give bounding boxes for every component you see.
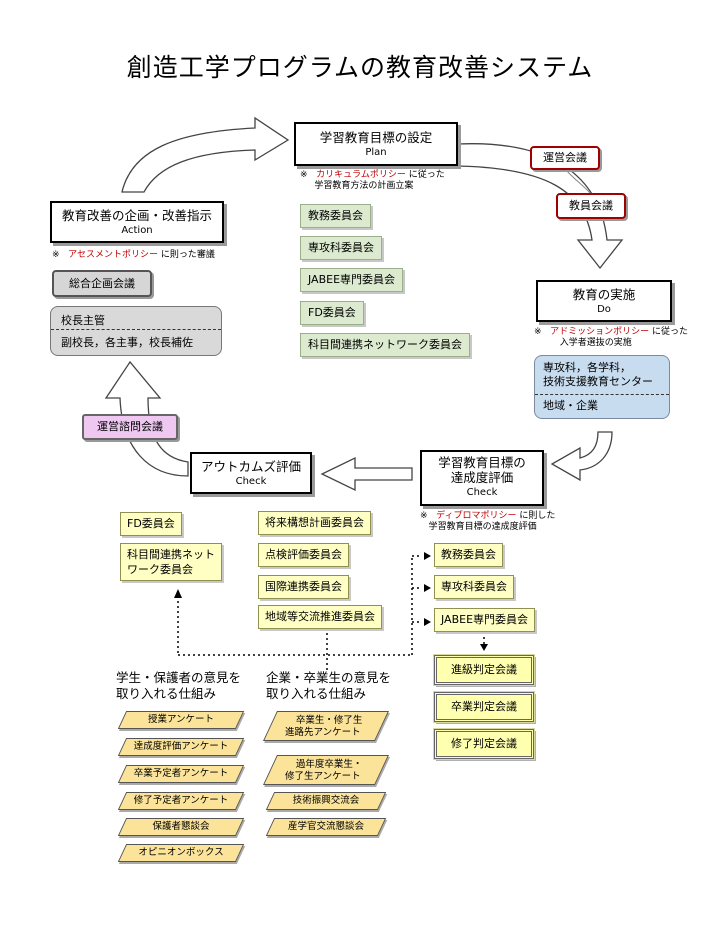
- achieve-en: Check: [466, 487, 498, 498]
- plan-committee-senkoka[interactable]: 専攻科委員会: [300, 236, 382, 260]
- outcome-network-committee[interactable]: 科目間連携ネット ワーク委員会: [120, 543, 222, 581]
- achieve-label1: 学習教育目標の: [438, 455, 526, 470]
- sotsugyo-hantei[interactable]: 卒業判定会議: [433, 691, 535, 723]
- note-mark: ※: [300, 170, 308, 180]
- achieve-label2: 達成度評価: [450, 470, 514, 485]
- plan-note-text2: 学習教育方法の計画立案: [314, 181, 414, 191]
- outcome-box: アウトカムズ評価 Check: [190, 452, 312, 494]
- assessment-policy-label: アセスメントポリシー: [68, 250, 158, 260]
- do-note: ※ アドミッションポリシー に従った 入学者選抜の実施: [534, 327, 688, 349]
- achieve-jabee[interactable]: JABEE専門委員会: [434, 608, 536, 632]
- shuryo-hantei[interactable]: 修了判定会議: [433, 728, 535, 760]
- do-panel-line1: 専攻科，各学科，: [543, 361, 631, 374]
- achieve-senkoka[interactable]: 専攻科委員会: [434, 575, 514, 599]
- plan-committee-fd[interactable]: FD委員会: [300, 301, 364, 325]
- do-panel-line2: 技術支援教育センター: [543, 375, 653, 388]
- note-mark: ※: [534, 327, 542, 337]
- action-note: ※ アセスメントポリシー に則った審議: [52, 250, 215, 261]
- action-panel: 校長主管 副校長，各主事，校長補佐: [50, 306, 222, 356]
- do-panel: 専攻科，各学科， 技術支援教育センター 地域・企業: [534, 355, 670, 419]
- network-line2: ワーク委員会: [127, 563, 193, 576]
- note-mark: ※: [52, 250, 60, 260]
- plan-committee-network[interactable]: 科目間連携ネットワーク委員会: [300, 333, 470, 357]
- unei-kaigi-box[interactable]: 運営会議: [530, 146, 600, 170]
- tech-exchange[interactable]: 技術振興交流会: [265, 792, 387, 810]
- plan-note-text1: に従った: [408, 170, 445, 180]
- companies-heading2: 取り入れる仕組み: [266, 686, 367, 701]
- plan-en: Plan: [365, 147, 387, 158]
- kyoin-kaigi-box[interactable]: 教員会議: [556, 193, 626, 219]
- do-note-text1: に従った: [652, 327, 689, 337]
- shinkyu-hantei[interactable]: 進級判定会議: [433, 654, 535, 686]
- achieve-kyomu[interactable]: 教務委員会: [434, 543, 503, 567]
- unei-shimon-box[interactable]: 運営諮問会議: [82, 414, 178, 440]
- outcome-regional[interactable]: 地域等交流推進委員会: [258, 605, 382, 629]
- action-en: Action: [121, 225, 153, 236]
- do-label: 教育の実施: [572, 287, 636, 302]
- plan-label: 学習教育目標の設定: [319, 130, 433, 145]
- survey-past-graduates[interactable]: 過年度卒業生・修了生アンケート: [263, 755, 389, 785]
- dotted-connectors: [177, 555, 485, 670]
- outcome-fd-committee[interactable]: FD委員会: [120, 512, 182, 536]
- industry-academia-meeting[interactable]: 産学官交流懇談会: [265, 818, 387, 836]
- outcome-inspection[interactable]: 点検評価委員会: [258, 543, 349, 567]
- students-heading1: 学生・保護者の意見を: [116, 670, 242, 685]
- do-note-text2: 入学者選抜の実施: [559, 338, 632, 348]
- survey-completing[interactable]: 修了予定者アンケート: [117, 792, 245, 810]
- companies-heading1: 企業・卒業生の意見を: [266, 670, 392, 685]
- outcome-en: Check: [235, 476, 267, 487]
- survey-class[interactable]: 授業アンケート: [117, 711, 245, 729]
- arrow-action-to-plan: [121, 116, 290, 193]
- guardian-meeting[interactable]: 保護者懇談会: [117, 818, 245, 836]
- curriculum-policy-label: カリキュラムポリシー: [316, 170, 406, 180]
- opinion-box[interactable]: オピニオンボックス: [117, 844, 245, 862]
- students-heading2: 取り入れる仕組み: [116, 686, 217, 701]
- note-mark: ※: [420, 511, 428, 521]
- outcome-future-plan[interactable]: 将来構想計画委員会: [258, 511, 371, 535]
- do-en: Do: [597, 304, 611, 315]
- survey-career-destination[interactable]: 卒業生・修了生進路先アンケート: [263, 711, 389, 741]
- do-panel-line3: 地域・企業: [543, 399, 598, 412]
- admission-policy-label: アドミッションポリシー: [550, 327, 650, 337]
- arrow-do-to-achieve: [550, 431, 613, 482]
- achieve-box: 学習教育目標の 達成度評価 Check: [420, 450, 544, 506]
- achieve-note-text2: 学習教育目標の達成度評価: [428, 522, 537, 532]
- dotted-arrowheads: [174, 552, 488, 651]
- arrow-achieve-to-outcome: [320, 456, 413, 492]
- page-title: 創造工学プログラムの教育改善システム: [126, 53, 594, 82]
- achieve-note: ※ ディプロマポリシー に則した 学習教育目標の達成度評価: [420, 511, 555, 533]
- action-note-text: に則った審議: [160, 250, 215, 260]
- achieve-note-text1: に則した: [519, 511, 556, 521]
- diploma-policy-label: ディプロマポリシー: [436, 511, 517, 521]
- plan-note: ※ カリキュラムポリシー に従った 学習教育方法の計画立案: [300, 170, 445, 192]
- sogo-kikaku-box[interactable]: 総合企画会議: [52, 270, 152, 297]
- action-box: 教育改善の企画・改善指示 Action: [50, 201, 224, 243]
- outcome-label: アウトカムズ評価: [200, 459, 301, 474]
- outcome-international[interactable]: 国際連携委員会: [258, 575, 349, 599]
- survey-graduating[interactable]: 卒業予定者アンケート: [117, 765, 245, 783]
- plan-committee-jabee[interactable]: JABEE専門委員会: [300, 268, 404, 292]
- action-label: 教育改善の企画・改善指示: [61, 208, 212, 223]
- plan-box: 学習教育目標の設定 Plan: [294, 122, 458, 166]
- network-line1: 科目間連携ネット: [127, 548, 215, 561]
- students-heading: 学生・保護者の意見を 取り入れる仕組み: [116, 670, 241, 702]
- action-panel-line2: 副校長，各主事，校長補佐: [61, 336, 193, 349]
- plan-committee-kyomu[interactable]: 教務委員会: [300, 204, 371, 228]
- survey-achievement[interactable]: 達成度評価アンケート: [117, 738, 245, 756]
- do-box: 教育の実施 Do: [536, 280, 672, 322]
- companies-heading: 企業・卒業生の意見を 取り入れる仕組み: [266, 670, 391, 702]
- action-panel-line1: 校長主管: [61, 314, 105, 327]
